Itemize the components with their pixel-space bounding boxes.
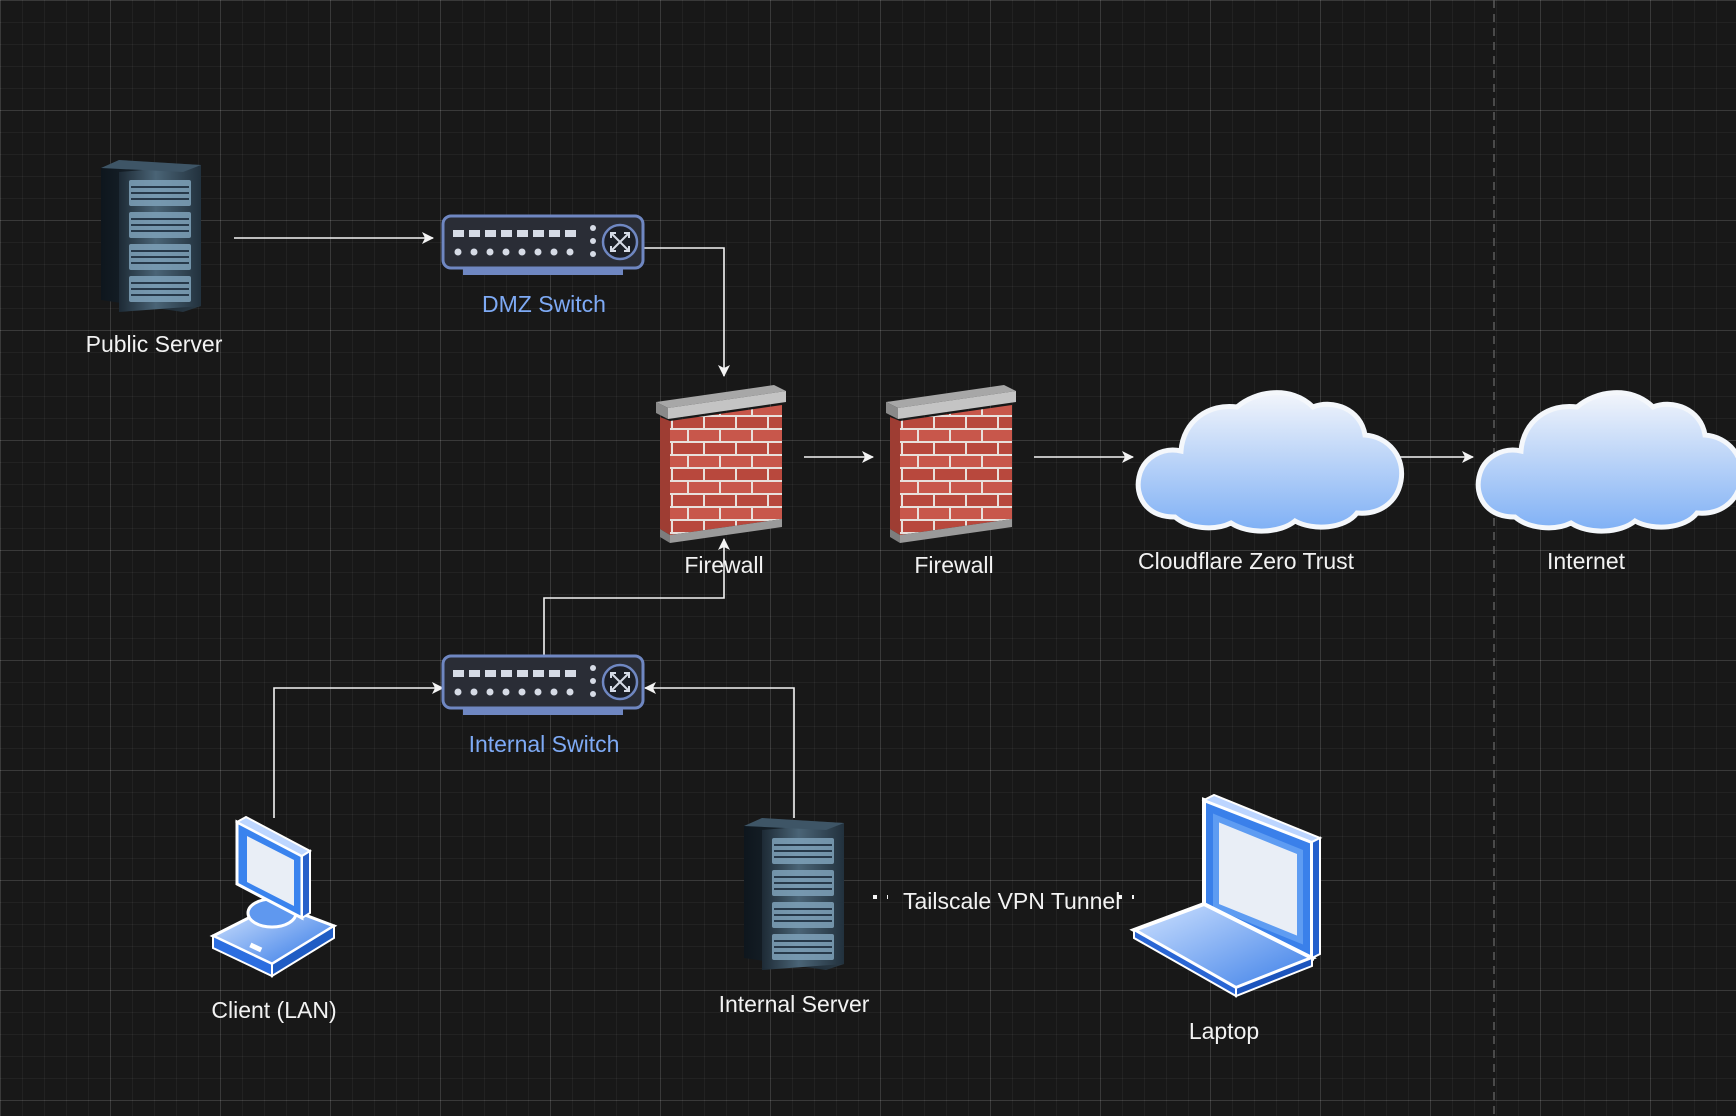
node-internet[interactable]: Internet	[1478, 393, 1736, 574]
node-internal-server[interactable]: Internal Server	[719, 817, 870, 1017]
cloudflare-label: Cloudflare Zero Trust	[1138, 548, 1355, 574]
cloud-icon	[1478, 393, 1736, 531]
edge-dmz-switch-to-firewall[interactable]	[644, 247, 730, 377]
cloud-icon	[1138, 393, 1401, 531]
edges: Tailscale VPN Tunnel	[234, 232, 1474, 914]
node-dmz-switch[interactable]: DMZ Switch	[441, 214, 645, 317]
node-cloudflare[interactable]: Cloudflare Zero Trust	[1138, 393, 1402, 574]
client-label: Client (LAN)	[211, 997, 336, 1023]
public-server-label: Public Server	[86, 331, 223, 357]
network-switch-icon	[441, 214, 645, 277]
node-firewall-1[interactable]: Firewall	[656, 385, 786, 578]
internal-switch-label: Internal Switch	[469, 731, 620, 757]
edge-internal-switch-to-firewall[interactable]	[543, 538, 730, 655]
network-switch-icon	[441, 654, 645, 717]
desktop-computer-icon	[209, 815, 338, 978]
edge-internal-server-to-internal-switch[interactable]	[644, 682, 795, 818]
laptop-icon	[1129, 793, 1323, 998]
brick-firewall-icon	[656, 385, 786, 543]
edge-client-to-internal-switch[interactable]	[273, 682, 444, 818]
internal-server-label: Internal Server	[719, 991, 870, 1017]
node-internal-switch[interactable]: Internal Switch	[441, 654, 645, 757]
laptop-label: Laptop	[1189, 1018, 1259, 1044]
server-rack-icon	[743, 817, 845, 971]
node-firewall-2[interactable]: Firewall	[886, 385, 1016, 578]
server-rack-icon	[100, 159, 202, 313]
node-laptop[interactable]: Laptop	[1129, 793, 1323, 1044]
node-client[interactable]: Client (LAN)	[209, 815, 338, 1023]
node-public-server[interactable]: Public Server	[86, 159, 223, 357]
firewall-2-label: Firewall	[914, 552, 993, 578]
firewall-1-label: Firewall	[684, 552, 763, 578]
vpn-tunnel-label: Tailscale VPN Tunnel	[903, 888, 1120, 914]
brick-firewall-icon	[886, 385, 1016, 543]
dmz-switch-label: DMZ Switch	[482, 291, 606, 317]
internet-label: Internet	[1547, 548, 1626, 574]
